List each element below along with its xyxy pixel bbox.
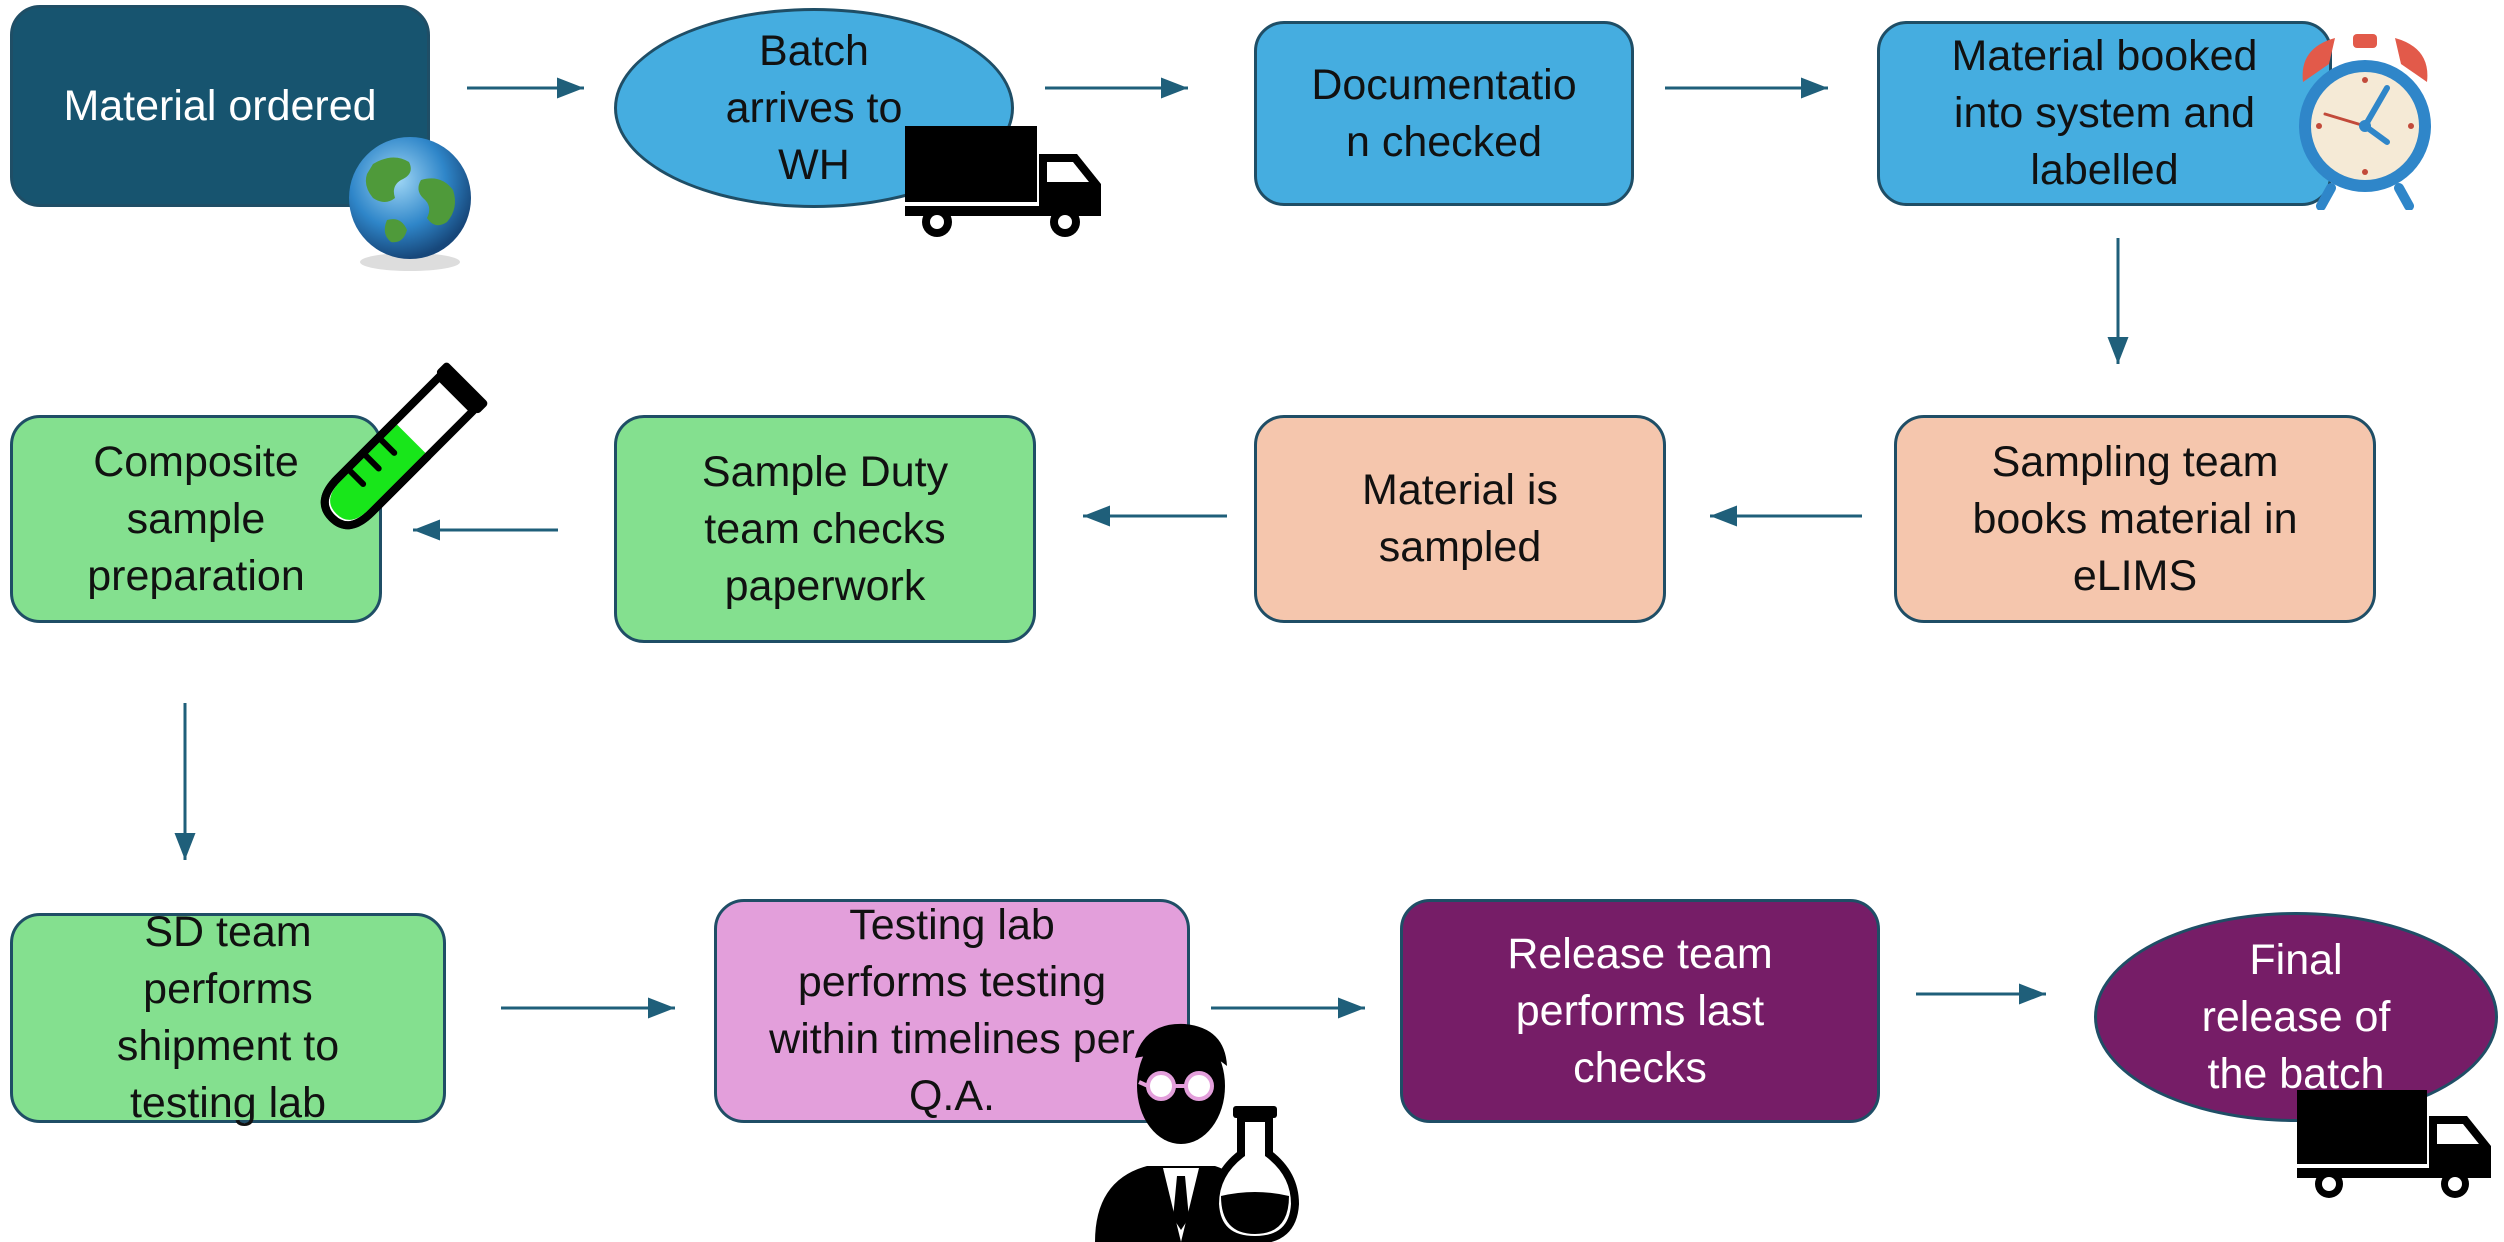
step-material-booked: Material booked into system and labelled bbox=[1877, 21, 2332, 206]
step-label: Release team performs last checks bbox=[1507, 929, 1773, 1092]
test-tube-icon bbox=[320, 362, 488, 530]
truck-icon bbox=[2297, 1090, 2491, 1198]
step-label: Documentatio n checked bbox=[1311, 60, 1577, 166]
globe-icon bbox=[349, 137, 471, 271]
step-label: Sample Duty team checks paperwork bbox=[701, 447, 949, 610]
step-material-sampled: Material is sampled bbox=[1254, 415, 1666, 623]
scientist-icon bbox=[1095, 1023, 1300, 1242]
step-sample-duty-checks: Sample Duty team checks paperwork bbox=[614, 415, 1036, 643]
step-documentation-checked: Documentatio n checked bbox=[1254, 21, 1634, 206]
step-final-release: Final release of the batch bbox=[2094, 912, 2498, 1122]
step-label: Material is sampled bbox=[1362, 466, 1558, 571]
step-label: Final release of the batch bbox=[2201, 935, 2391, 1098]
step-label: Batch arrives to WH bbox=[725, 26, 903, 189]
step-release-team: Release team performs last checks bbox=[1400, 899, 1880, 1123]
step-label: Composite sample preparation bbox=[87, 437, 305, 600]
step-sampling-team-books: Sampling team books material in eLIMS bbox=[1894, 415, 2376, 623]
step-composite-sample: Composite sample preparation bbox=[10, 415, 382, 623]
alarm-clock-icon bbox=[2299, 34, 2431, 210]
step-label: SD team performs shipment to testing lab bbox=[116, 908, 340, 1127]
step-label: Material booked into system and labelled bbox=[1951, 32, 2258, 194]
step-label: Sampling team books material in eLIMS bbox=[1972, 437, 2298, 600]
step-label: Material ordered bbox=[63, 81, 377, 130]
truck-icon bbox=[905, 126, 1101, 237]
step-sd-shipment: SD team performs shipment to testing lab bbox=[10, 908, 446, 1127]
step-testing-lab: Testing lab performs testing within time… bbox=[714, 899, 1190, 1123]
step-label: Testing lab performs testing within time… bbox=[769, 901, 1135, 1120]
